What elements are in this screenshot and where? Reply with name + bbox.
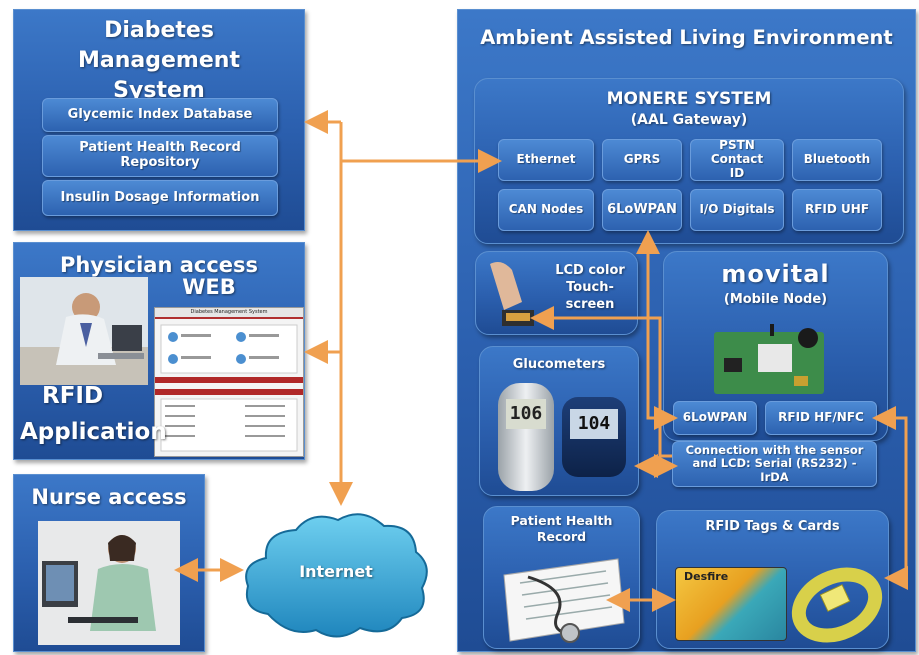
module-6lowpan[interactable]: 6LoWPAN <box>602 189 682 231</box>
dms-item-insulin[interactable]: Insulin Dosage Information <box>42 180 278 216</box>
web-app-screenshot: Diabetes Management System <box>154 307 304 457</box>
nurse-access-panel: Nurse access <box>13 474 205 652</box>
aal-title: Ambient Assisted Living Environment <box>480 26 893 49</box>
serial-connection-box: Connection with the sensor and LCD: Seri… <box>672 441 877 487</box>
web-app-header: Diabetes Management System <box>155 308 303 319</box>
card-brand: Desfire <box>684 570 729 583</box>
rfid-wristband <box>789 559 885 645</box>
web-label: WEB <box>182 275 236 299</box>
module-rfid-uhf[interactable]: RFID UHF <box>792 189 882 231</box>
module-bluetooth[interactable]: Bluetooth <box>792 139 882 181</box>
rfid-label: RFID <box>42 383 104 409</box>
lcd-label: LCD color Touch-screen <box>555 263 625 312</box>
rfid-tags-label: RFID Tags & Cards <box>705 519 840 534</box>
diabetes-management-title: Diabetes Management System <box>78 18 240 103</box>
physician-access-panel: Physician access WEB Diabetes Management… <box>13 242 305 460</box>
module-ethernet[interactable]: Ethernet <box>498 139 594 181</box>
circuit-board-photo <box>710 322 830 398</box>
monere-title: MONERE SYSTEM <box>606 89 772 109</box>
glucometers-label: Glucometers <box>512 357 606 372</box>
module-can-nodes[interactable]: CAN Nodes <box>498 189 594 231</box>
movital-logo: movital <box>721 260 830 288</box>
glucometer-2: 104 <box>562 397 626 477</box>
cloud-icon <box>245 513 428 638</box>
glucometers-panel: Glucometers 106 104 <box>479 346 639 496</box>
monere-subtitle: (AAL Gateway) <box>630 112 748 128</box>
module-gprs[interactable]: GPRS <box>602 139 682 181</box>
internet-cloud: Internet <box>238 504 434 646</box>
application-label: Application <box>20 419 167 445</box>
module-io-digitals[interactable]: I/O Digitals <box>690 189 784 231</box>
nurse-title: Nurse access <box>31 485 187 509</box>
physician-photo <box>20 277 148 385</box>
movital-subtitle: (Mobile Node) <box>723 292 828 307</box>
physician-title: Physician access <box>59 253 259 277</box>
module-pstn[interactable]: PSTN Contact ID <box>690 138 784 181</box>
desfire-card: Desfire <box>675 567 787 641</box>
diabetes-management-panel: Diabetes Management System Glycemic Inde… <box>13 9 305 231</box>
lcd-touchscreen-panel: LCD color Touch-screen <box>475 251 638 335</box>
patient-health-record-panel: Patient Health Record <box>483 506 640 649</box>
internet-label: Internet <box>299 562 373 581</box>
rfid-tags-panel: RFID Tags & Cards Desfire <box>656 510 889 649</box>
glucometer-1-display: 106 <box>506 399 546 429</box>
health-record-photo <box>498 553 628 645</box>
nurse-photo <box>38 521 180 645</box>
dms-item-phr-repository[interactable]: Patient Health Record Repository <box>42 135 278 177</box>
touchscreen-photo <box>482 258 540 330</box>
node-module-6lowpan[interactable]: 6LoWPAN <box>673 401 757 435</box>
phr-label: Patient Health Record <box>510 513 613 544</box>
dms-item-glycemic[interactable]: Glycemic Index Database <box>42 98 278 132</box>
node-module-rfid-nfc[interactable]: RFID HF/NFC <box>765 401 877 435</box>
glucometer-2-display: 104 <box>570 409 618 439</box>
glucometer-1: 106 <box>498 383 554 491</box>
